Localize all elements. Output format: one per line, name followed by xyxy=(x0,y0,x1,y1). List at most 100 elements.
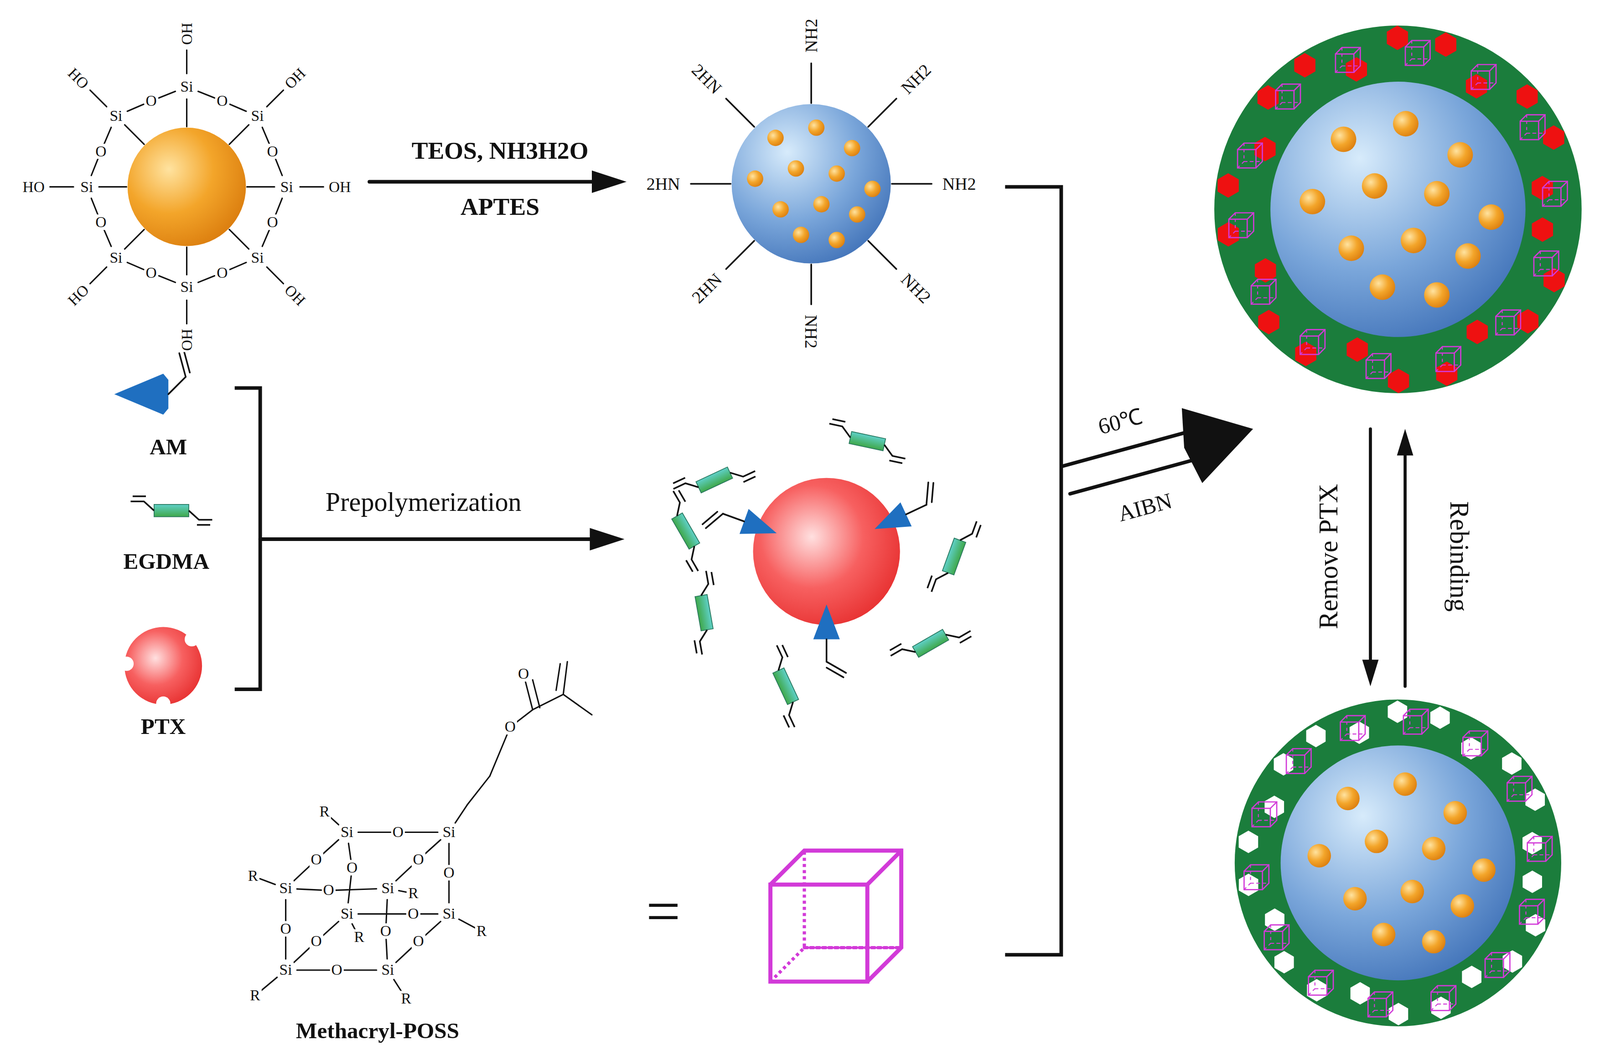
drawing-part xyxy=(1264,931,1283,950)
amino-group: NH2 xyxy=(802,17,820,54)
drawing-part xyxy=(1422,836,1446,860)
drawing-part xyxy=(1214,25,1582,394)
drawing-part xyxy=(1520,121,1539,140)
drawing-part xyxy=(1434,32,1457,57)
drawing-part xyxy=(262,127,270,144)
drawing-part xyxy=(1353,47,1361,54)
drawing-part xyxy=(184,631,199,647)
drawing-part xyxy=(1270,942,1290,944)
drawing-part xyxy=(266,266,284,284)
drawing-part xyxy=(931,569,949,595)
drawing-part xyxy=(1308,969,1334,995)
drawing-part xyxy=(739,508,777,534)
drawing-part xyxy=(1335,53,1354,73)
drawing-part xyxy=(1491,970,1510,972)
drawing-part xyxy=(1340,715,1347,741)
drawing-part xyxy=(1466,319,1489,345)
drawing-part xyxy=(1423,282,1450,308)
drawing-part xyxy=(1335,786,1360,810)
drawing-part xyxy=(1372,371,1391,373)
drawing-part xyxy=(98,186,127,188)
hydroxyl-group: HO xyxy=(64,280,93,310)
drawing-part xyxy=(1358,715,1366,722)
drawing-part xyxy=(1362,659,1379,686)
drawing-part xyxy=(1286,748,1293,773)
atom-label: O xyxy=(215,93,229,109)
drawing-part xyxy=(423,839,441,855)
atom-label: O xyxy=(93,214,108,231)
drawing-part xyxy=(404,831,438,833)
drawing-part xyxy=(1397,428,1414,456)
drawing-part xyxy=(423,921,441,937)
drawing-part xyxy=(1228,212,1236,238)
drawing-part xyxy=(196,523,211,526)
drawing-part xyxy=(458,918,476,928)
drawing-part xyxy=(849,431,886,451)
hydroxyl-group: HO xyxy=(64,64,93,93)
drawing-part xyxy=(1367,991,1375,1017)
hydroxyl-group: OH xyxy=(280,280,310,310)
drawing-part xyxy=(959,517,977,544)
drawing-part xyxy=(234,388,261,689)
drawing-part xyxy=(1346,733,1366,735)
drawing-part xyxy=(1469,748,1488,750)
atom-label: O xyxy=(411,933,425,949)
drawing-part xyxy=(1340,715,1366,741)
drawing-part xyxy=(959,636,972,643)
drawing-part xyxy=(889,460,902,463)
drawing-part xyxy=(127,104,144,112)
drawing-part xyxy=(1257,297,1276,299)
drawing-part xyxy=(1308,976,1327,995)
drawing-part xyxy=(1234,699,1562,1026)
drawing-part xyxy=(229,229,249,249)
drawing-part xyxy=(1526,132,1545,134)
drawing-part xyxy=(868,240,897,270)
drawing-part xyxy=(772,201,789,218)
drawing-part xyxy=(1237,143,1263,168)
drawing-part xyxy=(1252,801,1259,827)
atom-label: R xyxy=(248,987,262,1003)
drawing-part xyxy=(103,127,111,144)
drawing-part xyxy=(1264,795,1285,818)
atom-label: O xyxy=(329,961,344,978)
drawing-part xyxy=(770,850,805,982)
drawing-part xyxy=(262,229,270,247)
drawing-part xyxy=(398,890,407,892)
drawing-part xyxy=(1423,40,1430,47)
drawing-part xyxy=(698,629,712,655)
drawing-part xyxy=(1525,776,1533,783)
drawing-part xyxy=(124,229,145,249)
drawing-part xyxy=(697,570,711,596)
drawing-part xyxy=(1520,114,1527,140)
drawing-part xyxy=(1442,364,1461,366)
drawing-part xyxy=(1477,82,1497,84)
drawing-part xyxy=(1527,842,1546,861)
drawing-part xyxy=(119,656,134,671)
drawing-part xyxy=(770,850,902,982)
drawing-part xyxy=(1326,969,1334,977)
drawing-part xyxy=(1405,40,1412,66)
drawing-part xyxy=(1443,800,1467,824)
drawing-part xyxy=(1243,870,1263,890)
atom-label: R xyxy=(246,867,260,884)
atom-label: R xyxy=(406,885,420,901)
drawing-part xyxy=(694,594,714,631)
atom-label: Si xyxy=(78,179,95,195)
drawing-part xyxy=(448,843,450,866)
atom-label: Si xyxy=(249,108,266,125)
drawing-part xyxy=(1465,73,1488,99)
drawing-part xyxy=(300,186,324,188)
drawing-part xyxy=(1299,329,1307,355)
hydroxyl-group: HO xyxy=(179,327,195,353)
drawing-part xyxy=(705,513,724,529)
drawing-part xyxy=(1243,864,1269,890)
drawing-part xyxy=(1403,709,1429,734)
drawing-part xyxy=(1435,346,1461,372)
drawing-part xyxy=(1275,90,1295,109)
drawing-part xyxy=(591,170,627,193)
drawing-part xyxy=(1228,212,1254,238)
drawing-part xyxy=(1364,829,1388,853)
drawing-part xyxy=(1330,126,1357,152)
drawing-part xyxy=(1533,250,1559,276)
